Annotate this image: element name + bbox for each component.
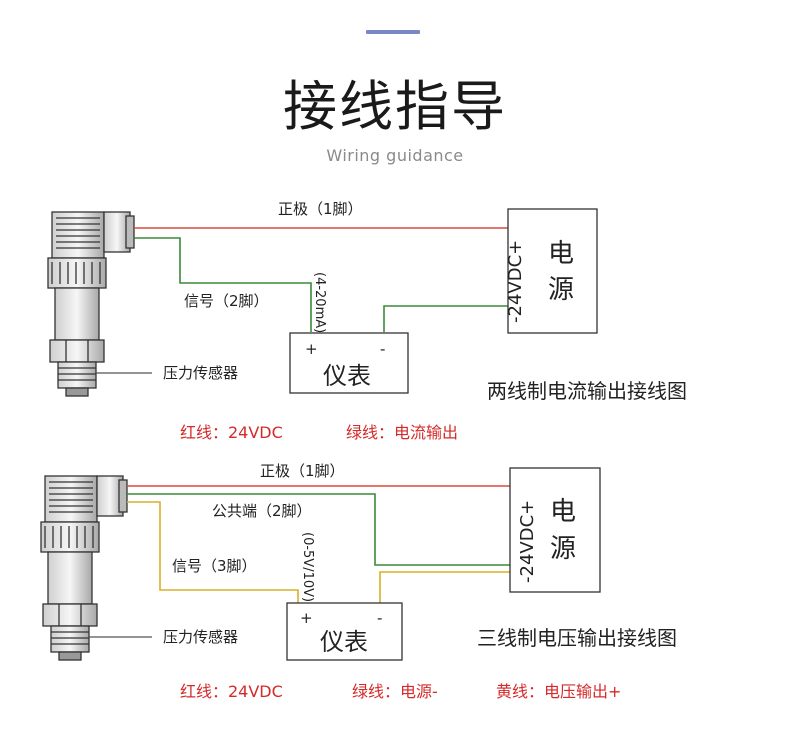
psu-label-1: 电 [550, 497, 576, 527]
pressure-sensor-icon [47, 211, 135, 397]
meter-minus: - [380, 340, 385, 358]
meter-box [289, 332, 409, 394]
page-title: 接线指导 [283, 75, 507, 138]
meter-label: 仪表 [320, 628, 368, 656]
psu-label-2: 源 [550, 534, 576, 564]
green-wire-label: 公共端（2脚） [212, 502, 312, 520]
green-wire [127, 493, 510, 566]
meter-minus: - [377, 609, 382, 627]
page-subtitle: Wiring guidance [326, 146, 464, 165]
meter-label: 仪表 [323, 362, 371, 390]
psu-label-2: 源 [548, 275, 574, 305]
yellow-wire-return [379, 571, 510, 603]
diagram-two-wire: 压力传感器 正极（1脚） 信号（2脚） (4-20mA) + - 仪表 -24V… [47, 200, 687, 442]
meter-plus: + [305, 340, 318, 358]
legend-yellow: 黄线：电压输出+ [496, 682, 621, 701]
yellow-wire-label: 信号（3脚） [172, 557, 257, 575]
sensor-label: 压力传感器 [163, 364, 238, 382]
psu-label-1: 电 [548, 239, 574, 269]
header-accent-bar [366, 30, 420, 34]
meter-box [286, 602, 403, 661]
legend-red: 红线：24VDC [180, 682, 283, 701]
psu-voltage: -24VDC+ [517, 500, 538, 583]
diagram-caption: 两线制电流输出接线图 [487, 379, 687, 403]
sensor-label: 压力传感器 [163, 628, 238, 646]
yellow-wire-signal [127, 501, 299, 603]
green-wire-label: 信号（2脚） [184, 292, 269, 310]
power-supply-box [507, 208, 598, 334]
diagram-three-wire: 压力传感器 正极（1脚） 公共端（2脚） 信号（3脚） (0-5V/10V) +… [40, 462, 677, 701]
legend-green: 绿线：电流输出 [346, 423, 458, 442]
legend-red: 红线：24VDC [180, 423, 283, 442]
signal-range-label: (4-20mA) [312, 272, 327, 333]
green-wire-signal [134, 237, 312, 332]
green-wire-return [383, 305, 508, 332]
red-wire-label: 正极（1脚） [260, 462, 345, 480]
power-supply-box [509, 467, 601, 593]
psu-voltage: -24VDC+ [505, 240, 526, 323]
diagram-caption: 三线制电压输出接线图 [477, 626, 677, 650]
meter-plus: + [300, 609, 313, 627]
legend-green: 绿线：电源- [352, 682, 438, 701]
red-wire-label: 正极（1脚） [278, 200, 363, 218]
signal-range-label: (0-5V/10V) [300, 532, 315, 602]
pressure-sensor-icon [40, 475, 128, 661]
